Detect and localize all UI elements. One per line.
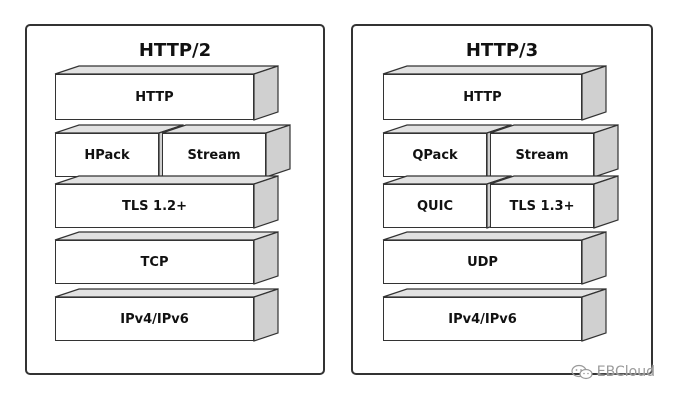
- block-top-face: [382, 65, 607, 75]
- http2-layer-ip: IPv4/IPv6: [54, 288, 279, 342]
- layer-label: UDP: [383, 240, 582, 284]
- http3-layer-udp: UDP: [382, 231, 607, 285]
- block-top-face: [382, 288, 607, 298]
- http3-layer-stream: Stream: [489, 124, 619, 178]
- layer-label: TLS 1.2+: [55, 184, 254, 228]
- block-depth: [489, 124, 619, 178]
- block-side-face: [593, 175, 619, 229]
- layer-label: QPack: [383, 133, 487, 177]
- block-side-face: [581, 288, 607, 342]
- http3-layer-http: HTTP: [382, 65, 607, 121]
- http3-title: HTTP/3: [465, 40, 539, 61]
- layer-label: TCP: [55, 240, 254, 284]
- http3-layer-quic: QUIC: [382, 175, 512, 229]
- http2-layer-stream: Stream: [161, 124, 291, 178]
- layer-label: TLS 1.3+: [490, 184, 594, 228]
- block-top-face: [54, 231, 279, 241]
- block-depth: [382, 65, 607, 121]
- block-depth: [54, 65, 279, 121]
- block-top-face: [54, 288, 279, 298]
- watermark-text: EBCloud: [596, 364, 655, 380]
- layer-label: Stream: [162, 133, 266, 177]
- block-top-face: [382, 231, 607, 241]
- block-side-face: [253, 175, 279, 229]
- block-depth: [382, 231, 607, 285]
- layer-label: HTTP: [55, 74, 254, 120]
- wechat-icon: [571, 364, 593, 380]
- block-depth: [54, 231, 279, 285]
- layer-label: Stream: [490, 133, 594, 177]
- block-side-face: [581, 231, 607, 285]
- block-side-face: [581, 65, 607, 121]
- block-side-face: [253, 288, 279, 342]
- layer-label: IPv4/IPv6: [383, 297, 582, 341]
- block-depth: [382, 288, 607, 342]
- http2-layer-tcp: TCP: [54, 231, 279, 285]
- layer-label: HTTP: [383, 74, 582, 120]
- layer-label: QUIC: [383, 184, 487, 228]
- block-side-face: [253, 231, 279, 285]
- layer-label: HPack: [55, 133, 159, 177]
- http2-title: HTTP/2: [138, 40, 212, 61]
- block-side-face: [593, 124, 619, 178]
- layer-label: IPv4/IPv6: [55, 297, 254, 341]
- block-side-face: [253, 65, 279, 121]
- block-top-face: [54, 175, 279, 185]
- block-side-face: [265, 124, 291, 178]
- watermark: EBCloud: [571, 364, 655, 380]
- http3-layer-ip: IPv4/IPv6: [382, 288, 607, 342]
- block-depth: [161, 124, 291, 178]
- http2-layer-tls: TLS 1.2+: [54, 175, 279, 229]
- http3-layer-tls: TLS 1.3+: [489, 175, 619, 229]
- block-depth: [489, 175, 619, 229]
- http2-layer-http: HTTP: [54, 65, 279, 121]
- block-top-face: [54, 65, 279, 75]
- block-depth: [54, 288, 279, 342]
